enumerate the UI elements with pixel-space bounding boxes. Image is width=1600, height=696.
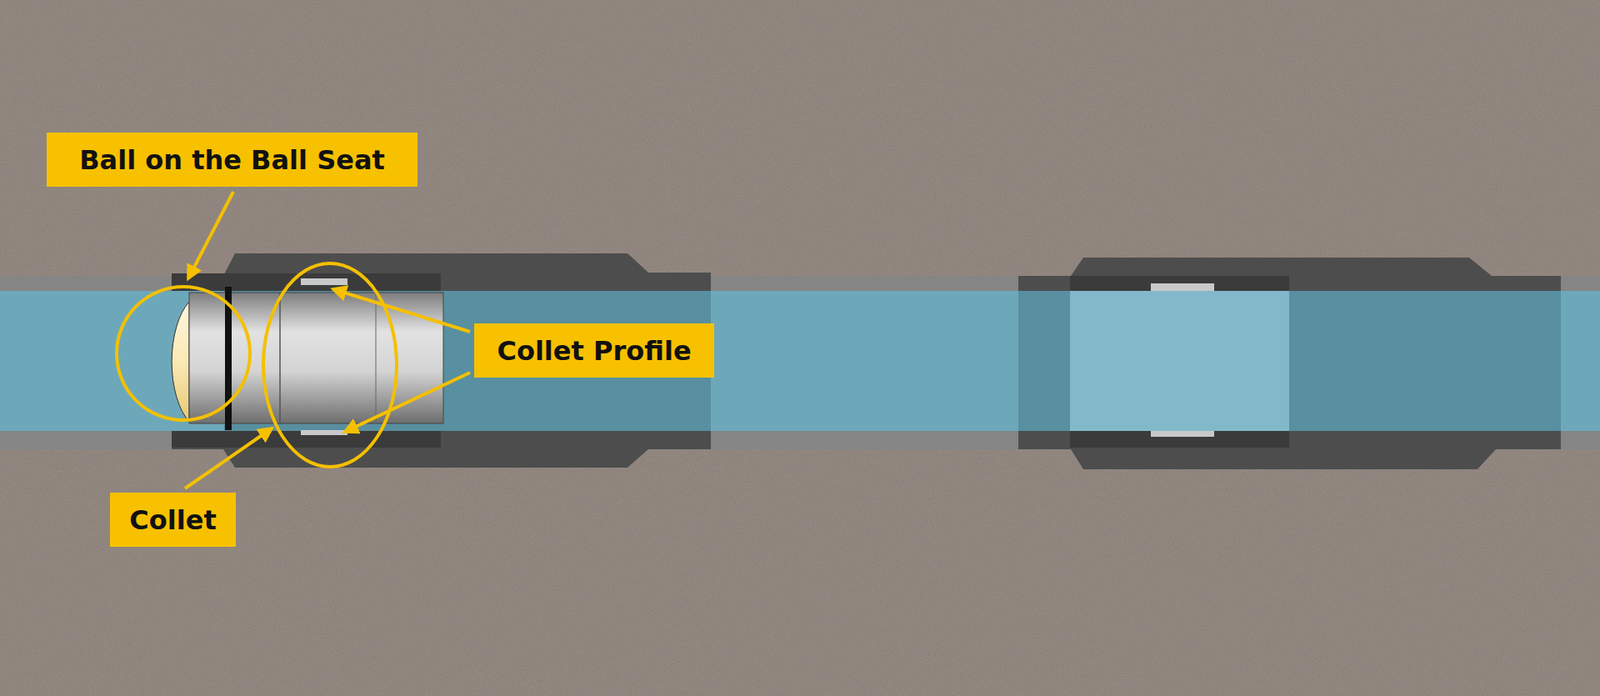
- callout-ellipse: [263, 263, 397, 467]
- wellbore-fluid: [1070, 290, 1290, 431]
- collet-profile-groove: [1150, 430, 1215, 437]
- ball: [171, 301, 190, 422]
- callout-text: Collet Profile: [496, 337, 691, 365]
- sub-housing: [1018, 257, 1561, 291]
- wellbore-fluid: [1018, 290, 1561, 431]
- callout-label: Collet: [110, 492, 236, 547]
- pipe-wall: [0, 275, 1600, 450]
- sub-housing: [171, 273, 441, 291]
- sub-housing: [171, 430, 441, 448]
- sub-housing: [171, 253, 711, 291]
- collet-profile-groove: [300, 278, 348, 285]
- leader-line: [333, 289, 470, 332]
- wellbore-fluid: [0, 290, 1600, 431]
- callout-label: Collet Profile: [474, 323, 715, 378]
- collet-profile-groove: [300, 430, 348, 435]
- callout-text: Collet: [129, 506, 216, 534]
- sub-housing: [171, 430, 711, 468]
- leader-line: [188, 191, 234, 279]
- collet-profile-groove: [1150, 283, 1215, 291]
- callout-text: Ball on the Ball Seat: [79, 146, 385, 174]
- callout-label: Ball on the Ball Seat: [46, 132, 418, 187]
- leader-line: [185, 428, 272, 489]
- leader-line: [345, 372, 470, 432]
- callout-circle: [116, 286, 250, 420]
- sub-housing: [1018, 430, 1561, 470]
